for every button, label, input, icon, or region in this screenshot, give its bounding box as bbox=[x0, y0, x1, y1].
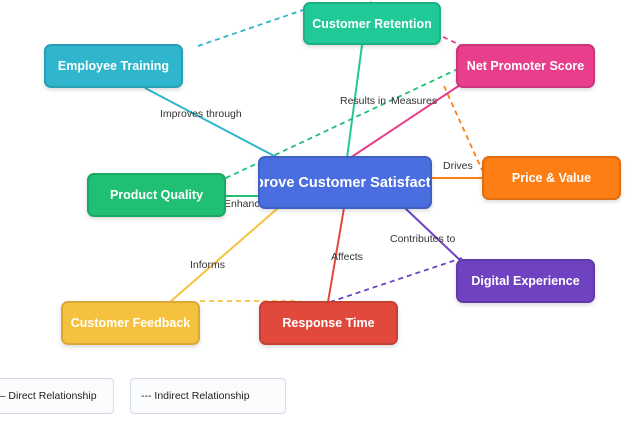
edge-label-informs: Informs bbox=[190, 259, 226, 271]
legend-direct: — Direct Relationship bbox=[0, 378, 114, 414]
node-price-value[interactable]: Price & Value bbox=[482, 156, 621, 200]
edge-label-affects: Affects bbox=[331, 251, 363, 263]
node-customer-feedback[interactable]: Customer Feedback bbox=[61, 301, 200, 345]
node-net-promoter-score[interactable]: Net Promoter Score bbox=[456, 44, 595, 88]
edge-retention-center bbox=[346, 44, 363, 159]
edge-quality-nps bbox=[225, 67, 461, 179]
legend-direct-label: — Direct Relationship bbox=[0, 390, 97, 402]
edge-training-center bbox=[144, 87, 279, 159]
edge-retention-nps bbox=[369, 1, 463, 47]
legend-indirect-label: --- Indirect Relationship bbox=[141, 390, 250, 402]
edge-feedback-center bbox=[169, 207, 279, 303]
edge-label-results-in: Results in bbox=[340, 95, 387, 107]
edge-label-drives: Drives bbox=[443, 160, 473, 172]
node-improve-customer-satisfaction[interactable]: Improve Customer Satisfaction bbox=[258, 156, 432, 209]
edge-label-measures: Measures bbox=[391, 95, 438, 107]
edge-center-digital bbox=[404, 207, 463, 263]
edge-nps-price bbox=[443, 85, 483, 171]
legend-indirect: --- Indirect Relationship bbox=[130, 378, 286, 414]
node-digital-experience[interactable]: Digital Experience bbox=[456, 259, 595, 303]
node-customer-retention[interactable]: Customer Retention bbox=[303, 2, 441, 45]
edge-response-digital bbox=[329, 257, 463, 303]
node-employee-training[interactable]: Employee Training bbox=[44, 44, 183, 88]
edge-center-response bbox=[327, 207, 345, 303]
edge-center-nps bbox=[349, 82, 464, 159]
edge-training-retention bbox=[197, 9, 304, 47]
edge-label-improves-through: Improves through bbox=[160, 108, 242, 120]
node-response-time[interactable]: Response Time bbox=[259, 301, 398, 345]
node-product-quality[interactable]: Product Quality bbox=[87, 173, 226, 217]
edge-label-contributes-to: Contributes to bbox=[390, 233, 456, 245]
